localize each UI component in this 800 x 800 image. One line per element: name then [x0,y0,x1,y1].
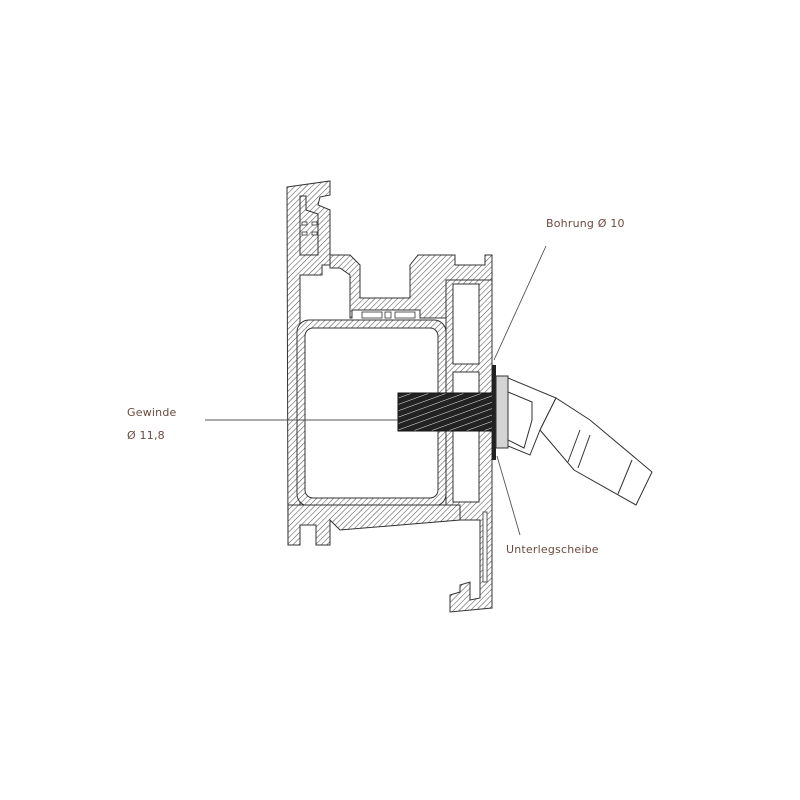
label-gewinde-value: Ø 11,8 [127,429,165,442]
label-unterlegscheibe: Unterlegscheibe [506,543,599,556]
label-gewinde-title: Gewinde [127,406,177,419]
label-bohrung: Bohrung Ø 10 [546,217,625,230]
leader-lines [205,245,547,536]
leader-bohrung [493,245,547,361]
screw-thread [397,392,494,432]
profile-bottom-web [287,504,461,546]
profile-right-wall [445,279,493,613]
leader-unterlegscheibe [496,455,521,536]
washer [492,365,509,460]
reinforcement-tube [296,319,447,507]
screwdriver-bit [507,377,653,506]
profile-top-channel [329,254,493,319]
